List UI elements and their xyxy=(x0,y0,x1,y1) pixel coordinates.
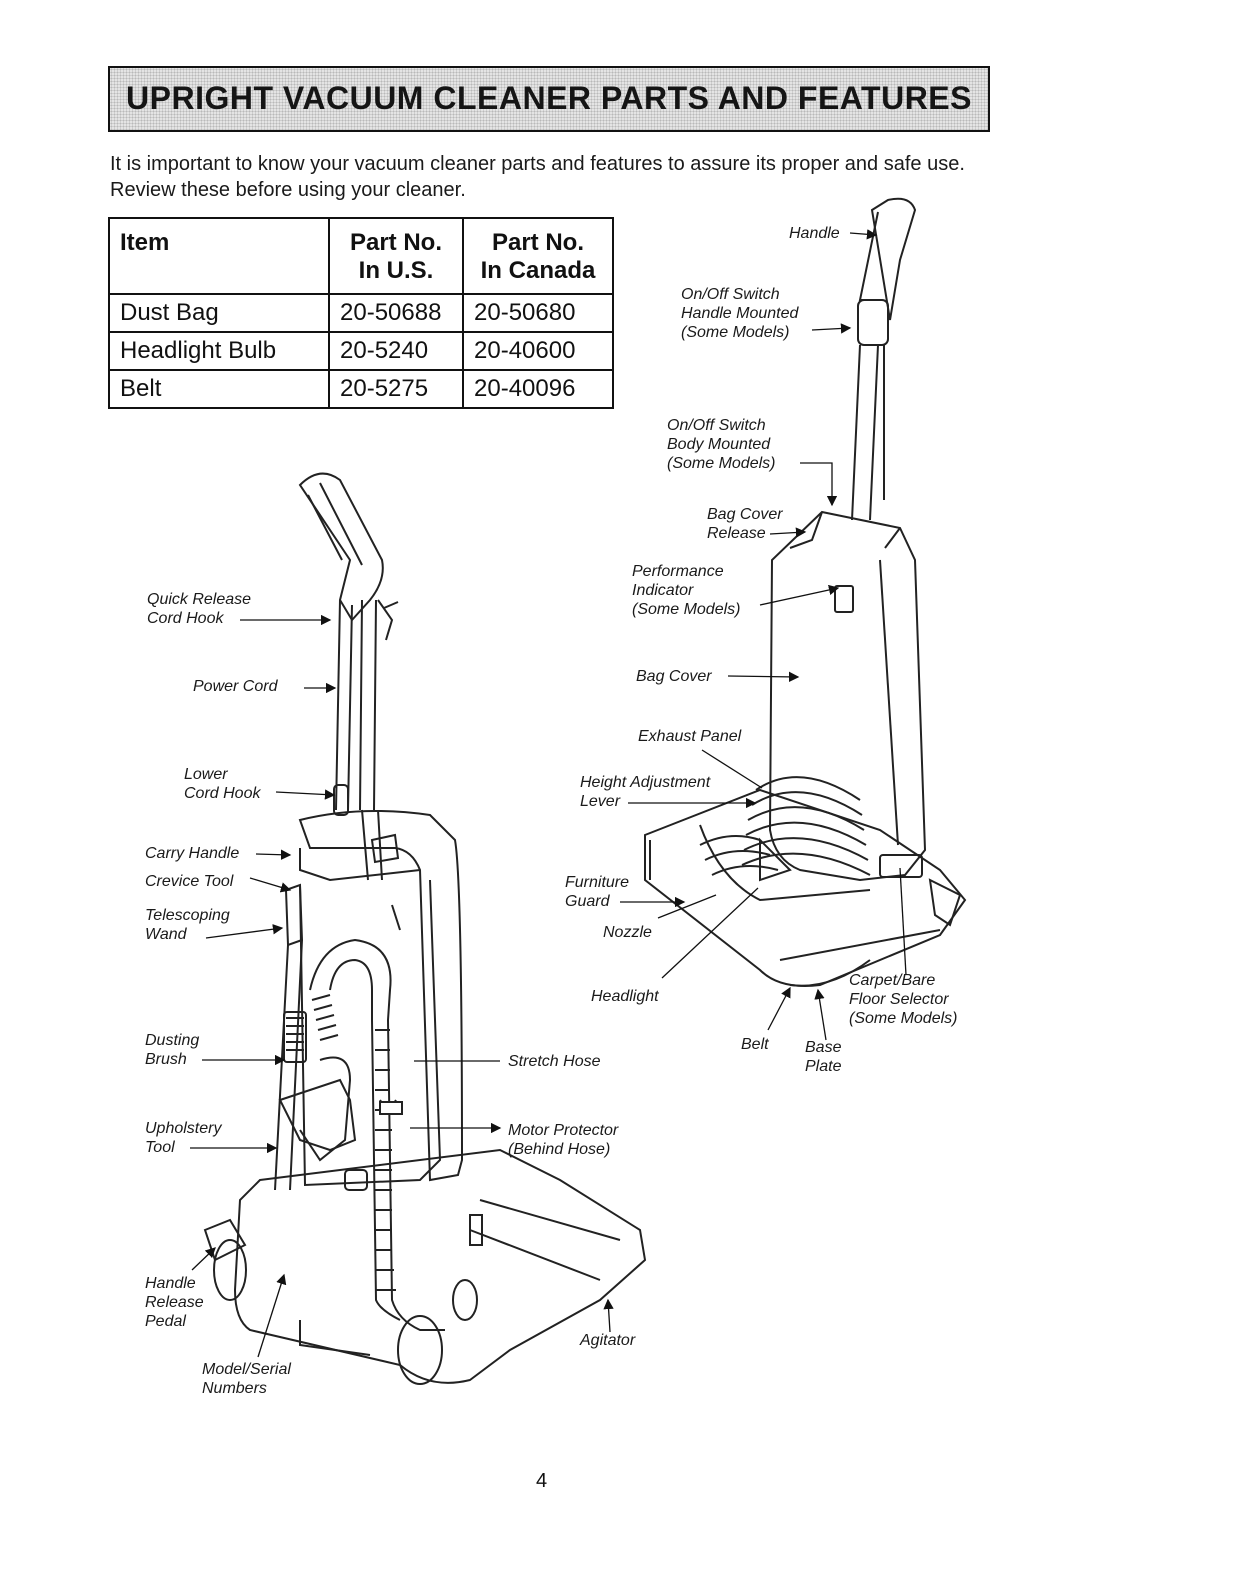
label-height-adjustment: Height Adjustment Lever xyxy=(580,774,711,810)
cell-us: 20-5240 xyxy=(328,331,464,371)
label-quick-release: Quick Release Cord Hook xyxy=(147,591,252,627)
cell-canada: 20-40096 xyxy=(462,369,614,409)
cell-item: Dust Bag xyxy=(108,293,330,333)
page-number: 4 xyxy=(536,1470,548,1492)
label-headlight: Headlight xyxy=(591,988,659,1005)
table-row: Dust Bag 20-50688 20-50680 xyxy=(108,293,614,333)
parts-table: Item Part No.In U.S. Part No.In Canada D… xyxy=(108,217,614,409)
label-performance-indicator: Performance Indicator (Some Models) xyxy=(632,563,741,618)
page-title: UPRIGHT VACUUM CLEANER PARTS AND FEATURE… xyxy=(126,80,972,116)
label-lower-cord-hook: Lower Cord Hook xyxy=(184,766,261,802)
table-row: Belt 20-5275 20-40096 xyxy=(108,369,614,409)
label-base-plate: Base Plate xyxy=(805,1039,842,1075)
rear-vacuum-drawing xyxy=(644,197,967,987)
label-handle: Handle xyxy=(789,225,840,242)
label-carpet-selector: Carpet/Bare Floor Selector (Some Models) xyxy=(849,972,958,1027)
label-onoff-handle: On/Off Switch Handle Mounted (Some Model… xyxy=(681,286,799,341)
label-bag-cover: Bag Cover xyxy=(636,668,712,685)
label-telescoping-wand: Telescoping Wand xyxy=(145,907,230,943)
table-row: Headlight Bulb 20-5240 20-40600 xyxy=(108,331,614,371)
front-vacuum-drawing xyxy=(203,472,647,1385)
cell-us: 20-5275 xyxy=(328,369,464,409)
table-header-row: Item Part No.In U.S. Part No.In Canada xyxy=(108,217,614,295)
label-power-cord: Power Cord xyxy=(193,678,278,695)
header-item: Item xyxy=(108,217,330,295)
label-model-serial: Model/Serial Numbers xyxy=(202,1361,291,1397)
label-dusting-brush: Dusting Brush xyxy=(145,1032,200,1068)
label-agitator: Agitator xyxy=(580,1332,636,1349)
cell-us: 20-50688 xyxy=(328,293,464,333)
header-part-canada: Part No.In Canada xyxy=(462,217,614,295)
header-part-us: Part No.In U.S. xyxy=(328,217,464,295)
label-upholstery-tool: Upholstery Tool xyxy=(145,1120,222,1156)
label-exhaust-panel: Exhaust Panel xyxy=(638,728,742,745)
label-bag-cover-release: Bag Cover Release xyxy=(707,506,783,542)
intro-paragraph: It is important to know your vacuum clea… xyxy=(110,153,965,201)
cell-canada: 20-50680 xyxy=(462,293,614,333)
label-crevice-tool: Crevice Tool xyxy=(145,873,234,890)
cell-item: Belt xyxy=(108,369,330,409)
cell-item: Headlight Bulb xyxy=(108,331,330,371)
label-furniture-guard: Furniture Guard xyxy=(565,874,630,910)
label-nozzle: Nozzle xyxy=(603,924,652,941)
label-handle-release: Handle Release Pedal xyxy=(145,1275,204,1330)
label-carry-handle: Carry Handle xyxy=(145,845,240,862)
label-onoff-body: On/Off Switch Body Mounted (Some Models) xyxy=(667,417,776,472)
title-banner: UPRIGHT VACUUM CLEANER PARTS AND FEATURE… xyxy=(108,66,990,132)
cell-canada: 20-40600 xyxy=(462,331,614,371)
label-belt: Belt xyxy=(741,1036,769,1053)
label-stretch-hose: Stretch Hose xyxy=(508,1053,601,1070)
callout-leaders xyxy=(190,229,907,1358)
label-motor-protector: Motor Protector (Behind Hose) xyxy=(508,1122,619,1158)
